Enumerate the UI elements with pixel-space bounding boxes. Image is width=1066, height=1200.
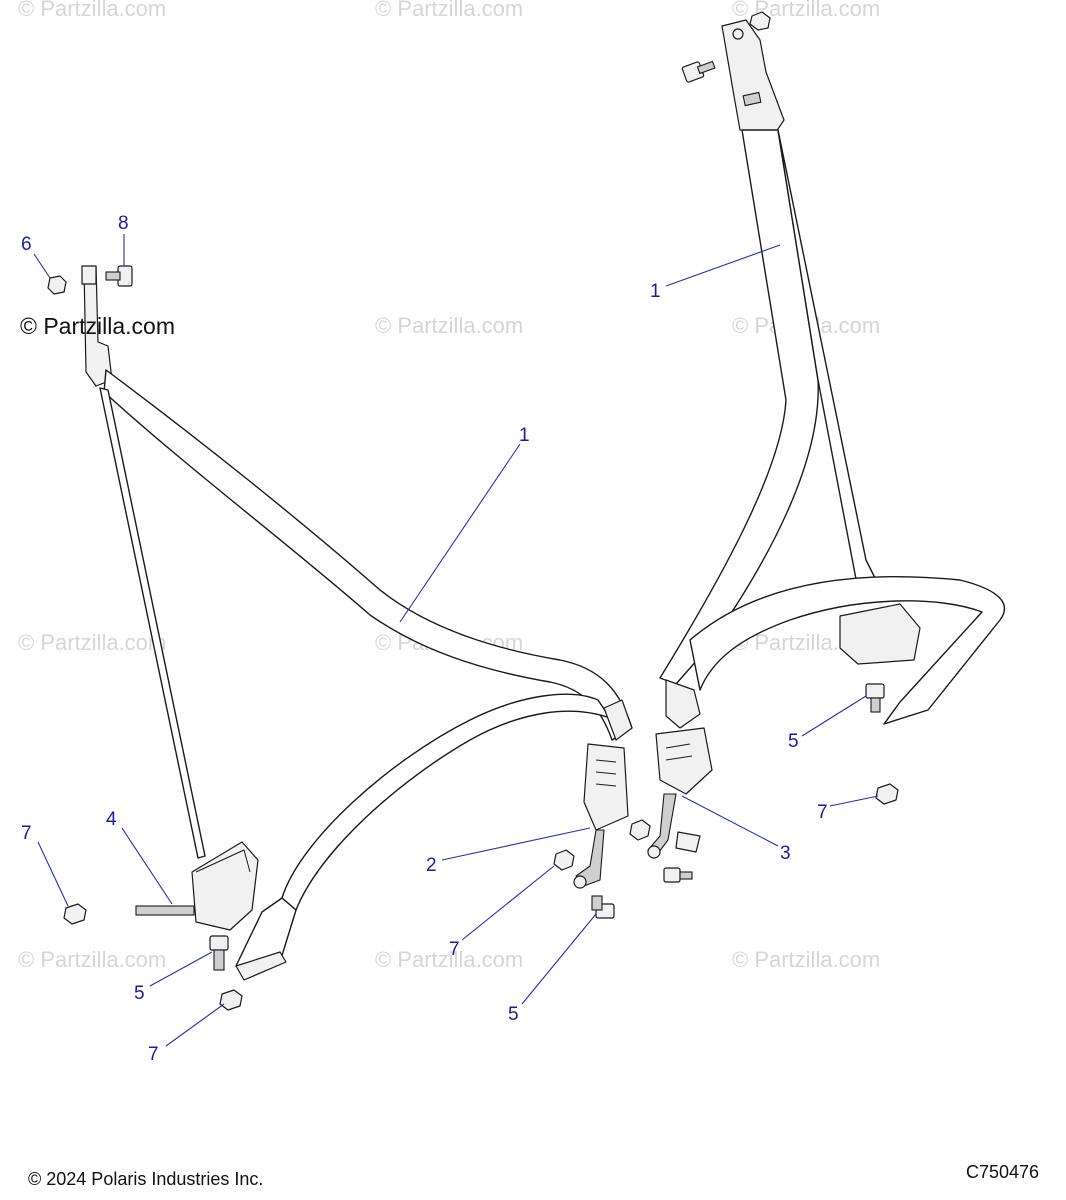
nut-7-right — [875, 783, 899, 805]
bolt-5-center-shank — [591, 895, 603, 911]
callout-4: 4 — [106, 809, 117, 830]
callout-7-lower-left: 7 — [148, 1044, 159, 1065]
left-belt-tongue — [603, 699, 633, 741]
nut-7-left — [63, 903, 87, 925]
right-upper-anchor-bracket — [721, 19, 785, 133]
callout-5-center: 5 — [508, 1004, 519, 1025]
watermark: © Partzilla.com — [375, 947, 523, 972]
watermark: © Partzilla.com — [18, 630, 166, 655]
callout-7-right: 7 — [817, 802, 828, 823]
bolt-5-right-head — [865, 683, 885, 699]
leader-lines — [33, 234, 879, 1047]
bolt-5-left-head — [209, 935, 229, 951]
left-lower-anchor-plate — [235, 951, 287, 981]
right-seat-belt-assembly — [647, 19, 1006, 859]
nut-7-lower-left — [219, 989, 243, 1011]
right-lap-webbing — [689, 575, 1006, 725]
watermark: © Partzilla.com — [732, 0, 880, 21]
left-anchor-tab — [81, 265, 97, 285]
watermark-grid: © Partzilla.com © Partzilla.com © Partzi… — [18, 0, 880, 972]
buckle-connector — [675, 831, 701, 853]
right-retractor — [839, 603, 921, 665]
callout-5-right: 5 — [788, 731, 799, 752]
callout-2: 2 — [426, 855, 437, 876]
watermark: © Partzilla.com — [375, 313, 523, 338]
nut-6 — [47, 275, 67, 295]
right-buckle-eyelet — [647, 845, 661, 859]
bolt-buckle-shank — [679, 871, 693, 880]
callout-8: 8 — [118, 213, 129, 234]
bolt-5-right-shank — [870, 697, 881, 713]
left-shoulder-webbing — [103, 369, 633, 741]
retractor-stud — [135, 905, 195, 916]
left-buckle-body — [583, 743, 629, 831]
callout-3: 3 — [780, 843, 791, 864]
watermark: © Partzilla.com — [375, 0, 523, 21]
fasteners — [47, 11, 899, 1011]
right-belt-tongue — [665, 679, 701, 729]
bolt-buckle-head — [663, 867, 681, 883]
nut-buckle — [629, 819, 651, 841]
nut-7-center — [553, 849, 575, 871]
figure-id: C750476 — [966, 1162, 1040, 1182]
right-shoulder-webbing — [659, 129, 819, 685]
callout-5-left: 5 — [134, 983, 145, 1004]
bolt-8-shank — [105, 271, 121, 281]
left-lap-webbing — [281, 693, 611, 911]
top-nut — [749, 11, 771, 31]
bolt-5-left-shank — [213, 949, 225, 971]
left-buckle-eyelet — [573, 875, 587, 889]
left-retractor — [191, 841, 259, 931]
callout-1-left: 1 — [519, 425, 530, 446]
left-retractor-strap — [99, 387, 206, 859]
left-seat-belt-assembly — [81, 265, 633, 981]
callout-6: 6 — [21, 234, 32, 255]
right-anchor-badge — [742, 91, 762, 107]
watermark: © Partzilla.com — [18, 947, 166, 972]
partzilla-watermark: © Partzilla.com — [20, 313, 175, 339]
callouts: 1 1 2 3 4 5 5 5 6 7 7 7 7 8 — [21, 213, 828, 1065]
callout-7-center: 7 — [449, 939, 460, 960]
callout-1-right: 1 — [650, 281, 661, 302]
top-bolt-shank — [696, 60, 716, 75]
right-buckle-body — [655, 727, 713, 795]
watermark: © Partzilla.com — [732, 947, 880, 972]
watermark: © Partzilla.com — [18, 0, 166, 21]
copyright-notice: © 2024 Polaris Industries Inc. — [28, 1169, 264, 1189]
callout-7-far-left: 7 — [21, 823, 32, 844]
right-anchor-hole — [732, 28, 744, 40]
